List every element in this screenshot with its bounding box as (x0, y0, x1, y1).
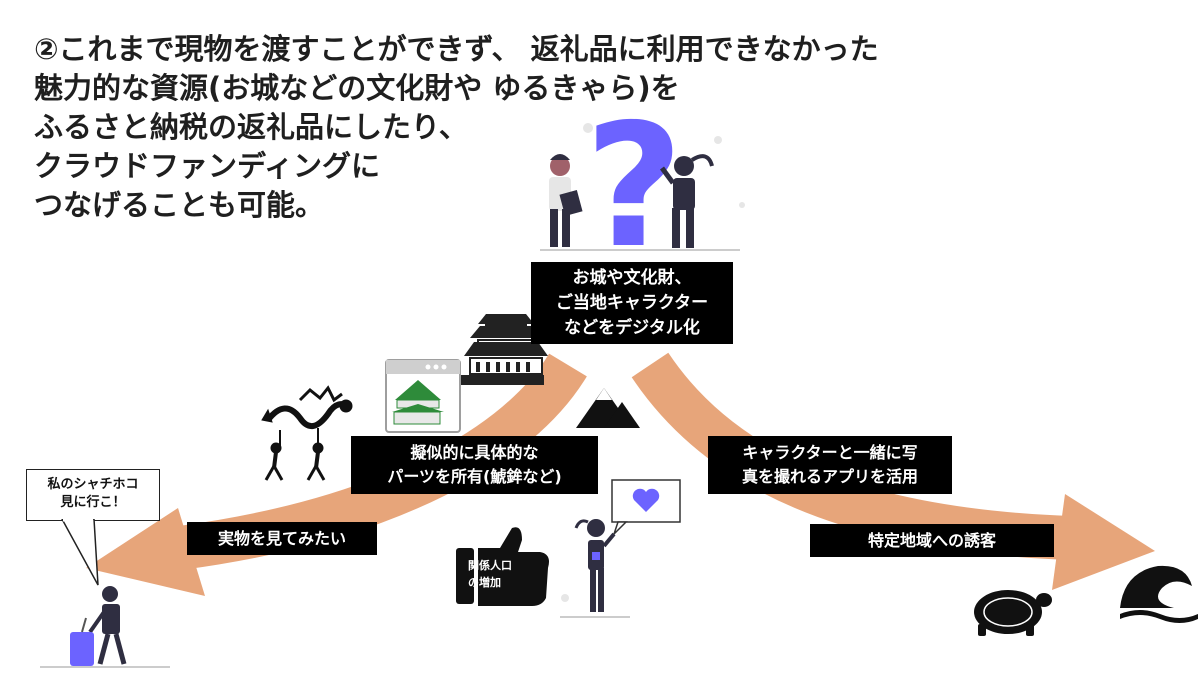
turtle-icon (974, 590, 1052, 636)
photo-app-box-line-1: キャラクターと一緒に写 (742, 443, 918, 462)
browser-castle-icon (385, 359, 461, 433)
woman-with-phone-icon (560, 519, 630, 618)
ownership-box-line-2: パーツを所有(鯱鉾など) (387, 467, 562, 486)
tourism-label: 特定地域への誘客 (810, 524, 1054, 557)
heading-line-3: ふるさと納税の返礼品にしたり、 (34, 110, 468, 144)
woman-thinking-icon (659, 154, 714, 248)
heading-line-2: 魅力的な資源(お城などの文化財や ゆるきゃら)を (34, 71, 680, 105)
ownership-box-line-1: 擬似的に具体的な (410, 443, 539, 462)
heading-line-1: ②これまで現物を渡すことができず、 返礼品に利用できなかった (34, 32, 879, 66)
question-people-illustration: ? (540, 88, 745, 286)
thumb-label: 関係人口 の増加 (468, 557, 526, 591)
see-real-label: 実物を見てみたい (187, 522, 377, 555)
thumbs-up-icon (456, 527, 549, 606)
castle-icon (460, 314, 548, 385)
digitize-box: お城や文化財、 ご当地キャラクター などをデジタル化 (531, 262, 733, 344)
man-with-folder-icon (549, 154, 583, 247)
mountain-icon (576, 388, 640, 428)
digitize-box-line-1: お城や文化財、 (572, 268, 692, 288)
heading-line-4: クラウドファンディングに (34, 149, 380, 183)
speech-line-1: 私のシャチホコ (47, 477, 139, 492)
speech-line-2: 見に行こ！ (60, 495, 126, 510)
speech-bubble-tail (61, 519, 99, 586)
photo-app-box: キャラクターと一緒に写 真を撮れるアプリを活用 (708, 436, 952, 494)
traveler-icon (40, 586, 170, 668)
speech-bubble: 私のシャチホコ 見に行こ！ (26, 469, 160, 521)
main-heading: ②これまで現物を渡すことができず、 返礼品に利用できなかった 魅力的な資源(お城… (34, 30, 879, 225)
photo-app-box-line-2: 真を撮れるアプリを活用 (741, 467, 918, 486)
heart-bubble-icon (611, 479, 681, 535)
thumb-label-line-1: 関係人口 (468, 559, 512, 572)
heading-line-5: つなげることも可能。 (34, 188, 325, 222)
dragon-dance-icon (261, 385, 353, 481)
ownership-box: 擬似的に具体的な パーツを所有(鯱鉾など) (351, 436, 598, 494)
question-mark-icon: ? (585, 88, 684, 286)
digitize-box-line-3: などをデジタル化 (564, 318, 700, 338)
digitize-box-line-2: ご当地キャラクター (555, 293, 709, 313)
wave-icon (1120, 565, 1198, 623)
thumb-label-line-2: の増加 (468, 576, 501, 589)
